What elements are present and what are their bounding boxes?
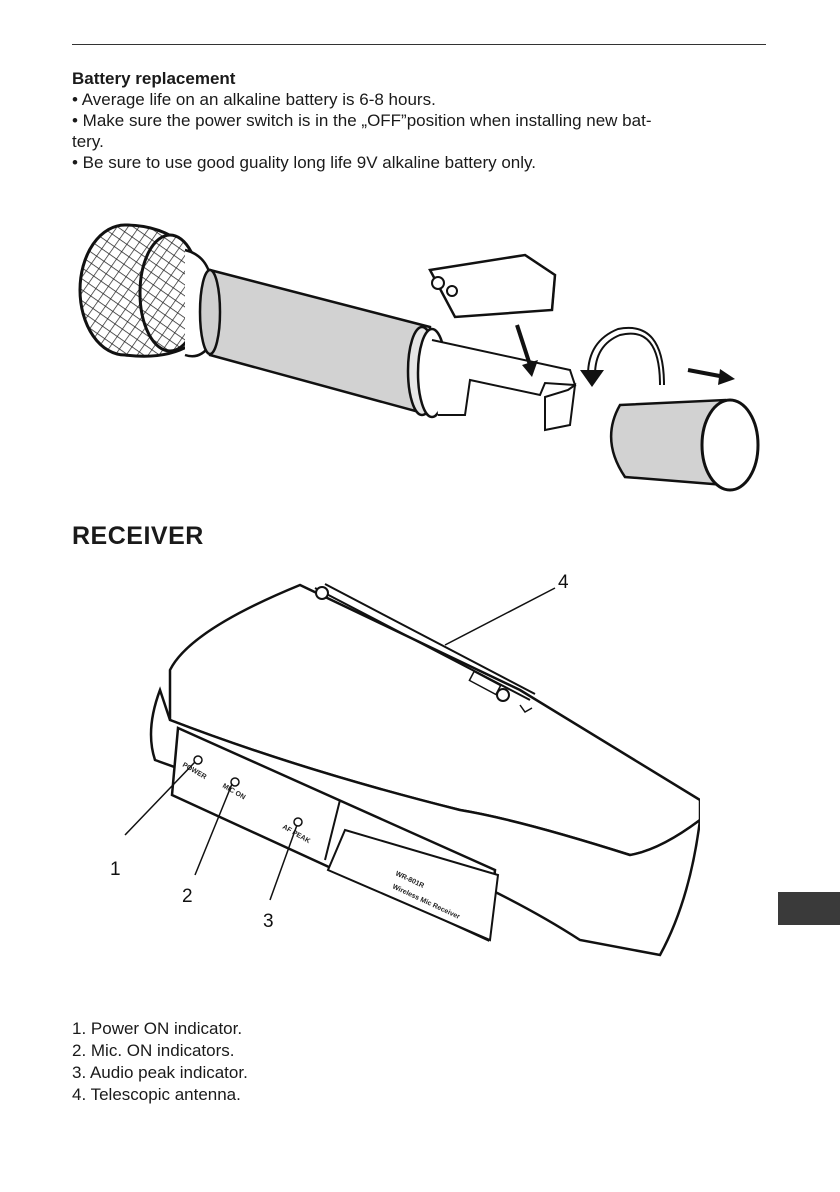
battery-bullet: • Make sure the power switch is in the „… [72,111,652,130]
callout-4: 4 [558,572,569,593]
top-rule [72,44,766,45]
legend-item: 4. Telescopic antenna. [72,1085,241,1104]
battery-section: Battery replacement • Average life on an… [72,68,762,173]
receiver-legend: 1. Power ON indicator. 2. Mic. ON indica… [72,1018,248,1106]
side-tab [778,892,840,925]
legend-item: 1. Power ON indicator. [72,1019,243,1038]
battery-bullet: • Be sure to use good guality long life … [72,153,536,172]
callout-2: 2 [182,886,193,907]
callout-1: 1 [110,859,121,880]
section-title: RECEIVER [72,522,204,550]
legend-item: 3. Audio peak indicator. [72,1063,248,1082]
microphone-battery-illustration [78,223,760,492]
battery-heading: Battery replacement [72,69,236,88]
battery-bullet: • Average life on an alkaline battery is… [72,90,436,109]
legend-item: 2. Mic. ON indicators. [72,1041,235,1060]
receiver-illustration: POWER MIC ON AF PEAK WR-801R Wireless Mi… [110,572,700,957]
battery-bullet: tery. [72,132,104,151]
callout-3: 3 [263,911,274,932]
